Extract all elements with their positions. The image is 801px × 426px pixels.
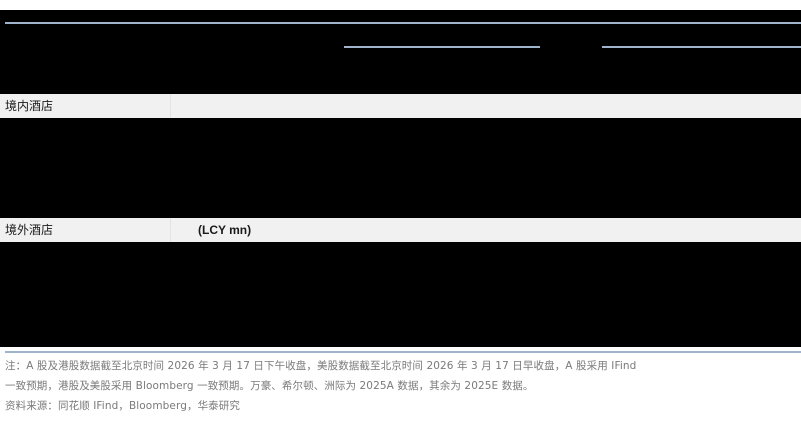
section-label-domestic: 境内酒店 [5, 99, 54, 113]
table-group-rule-left [344, 46, 540, 48]
table-top-rule [5, 22, 801, 24]
column-divider [170, 218, 171, 242]
table-group-rule-right [602, 46, 801, 48]
table-bottom-rule [5, 351, 801, 353]
footnote-source-line: 资料来源：同花顺 IFind，Bloomberg，华泰研究 [5, 400, 240, 412]
footnote-block: 注：A 股及港股数据截至北京时间 2026 年 3 月 17 日下午收盘，美股数… [5, 356, 797, 416]
footnote-note-line-2: 一致预期，港股及美股采用 Bloomberg 一致预期。万豪、希尔顿、洲际为 2… [5, 380, 534, 392]
unit-label-lcy: (LCY mn) [198, 223, 252, 237]
section-label-overseas: 境外酒店 [5, 223, 54, 237]
section-header-domestic: 境内酒店 [0, 94, 801, 118]
section-header-overseas: 境外酒店 (LCY mn) [0, 218, 801, 242]
table-body-redacted: 境内酒店 境外酒店 (LCY mn) [0, 0, 801, 347]
table-top-margin [0, 0, 801, 10]
footnote-note-line-1: 注：A 股及港股数据截至北京时间 2026 年 3 月 17 日下午收盘，美股数… [5, 360, 637, 372]
column-divider [170, 94, 171, 118]
